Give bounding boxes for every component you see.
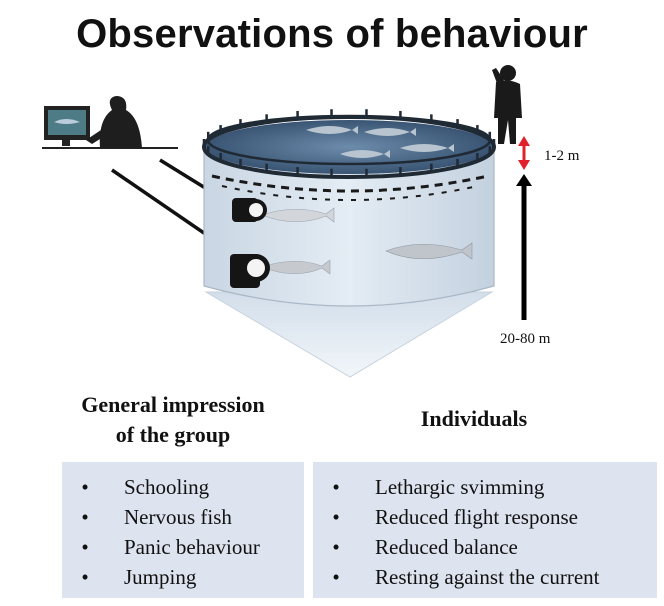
standing-observer <box>492 65 522 144</box>
general-impression-heading: General impression of the group <box>81 392 265 447</box>
fish-on-screen-icon <box>54 119 80 124</box>
individuals-heading: Individuals <box>420 406 528 431</box>
fish-right <box>385 242 473 260</box>
list-item: •Reduced balance <box>332 535 518 559</box>
surface-fish <box>306 126 454 158</box>
water-surface <box>206 120 492 174</box>
list-item: •Nervous fish <box>81 505 232 529</box>
collar-posts <box>202 109 496 177</box>
list-item: •Lethargic svimming <box>332 475 545 499</box>
page-title: Observations of behaviour <box>76 12 588 56</box>
list-item: •Reduced flight response <box>332 505 578 529</box>
waterline <box>211 174 489 193</box>
surface-depth-arrow <box>518 136 530 170</box>
underwater-camera-upper <box>232 198 267 222</box>
list-item: •Resting against the current <box>332 565 600 589</box>
underwater-camera-lower <box>230 254 270 288</box>
general-impression-box: •Schooling •Nervous fish •Panic behaviou… <box>62 462 304 598</box>
list-item: •Panic behaviour <box>81 535 260 559</box>
fish-lower-left <box>261 259 331 275</box>
total-depth-arrow <box>516 174 532 320</box>
total-depth-label: 20-80 m <box>500 331 551 347</box>
list-item: •Schooling <box>81 475 210 499</box>
list-item: •Jumping <box>81 565 197 589</box>
fish-upper-left <box>261 207 335 223</box>
operator-at-computer <box>42 96 178 149</box>
individuals-box: •Lethargic svimming •Reduced flight resp… <box>313 462 657 598</box>
operator-figure <box>99 96 142 148</box>
surface-depth-label: 1-2 m <box>544 148 580 164</box>
